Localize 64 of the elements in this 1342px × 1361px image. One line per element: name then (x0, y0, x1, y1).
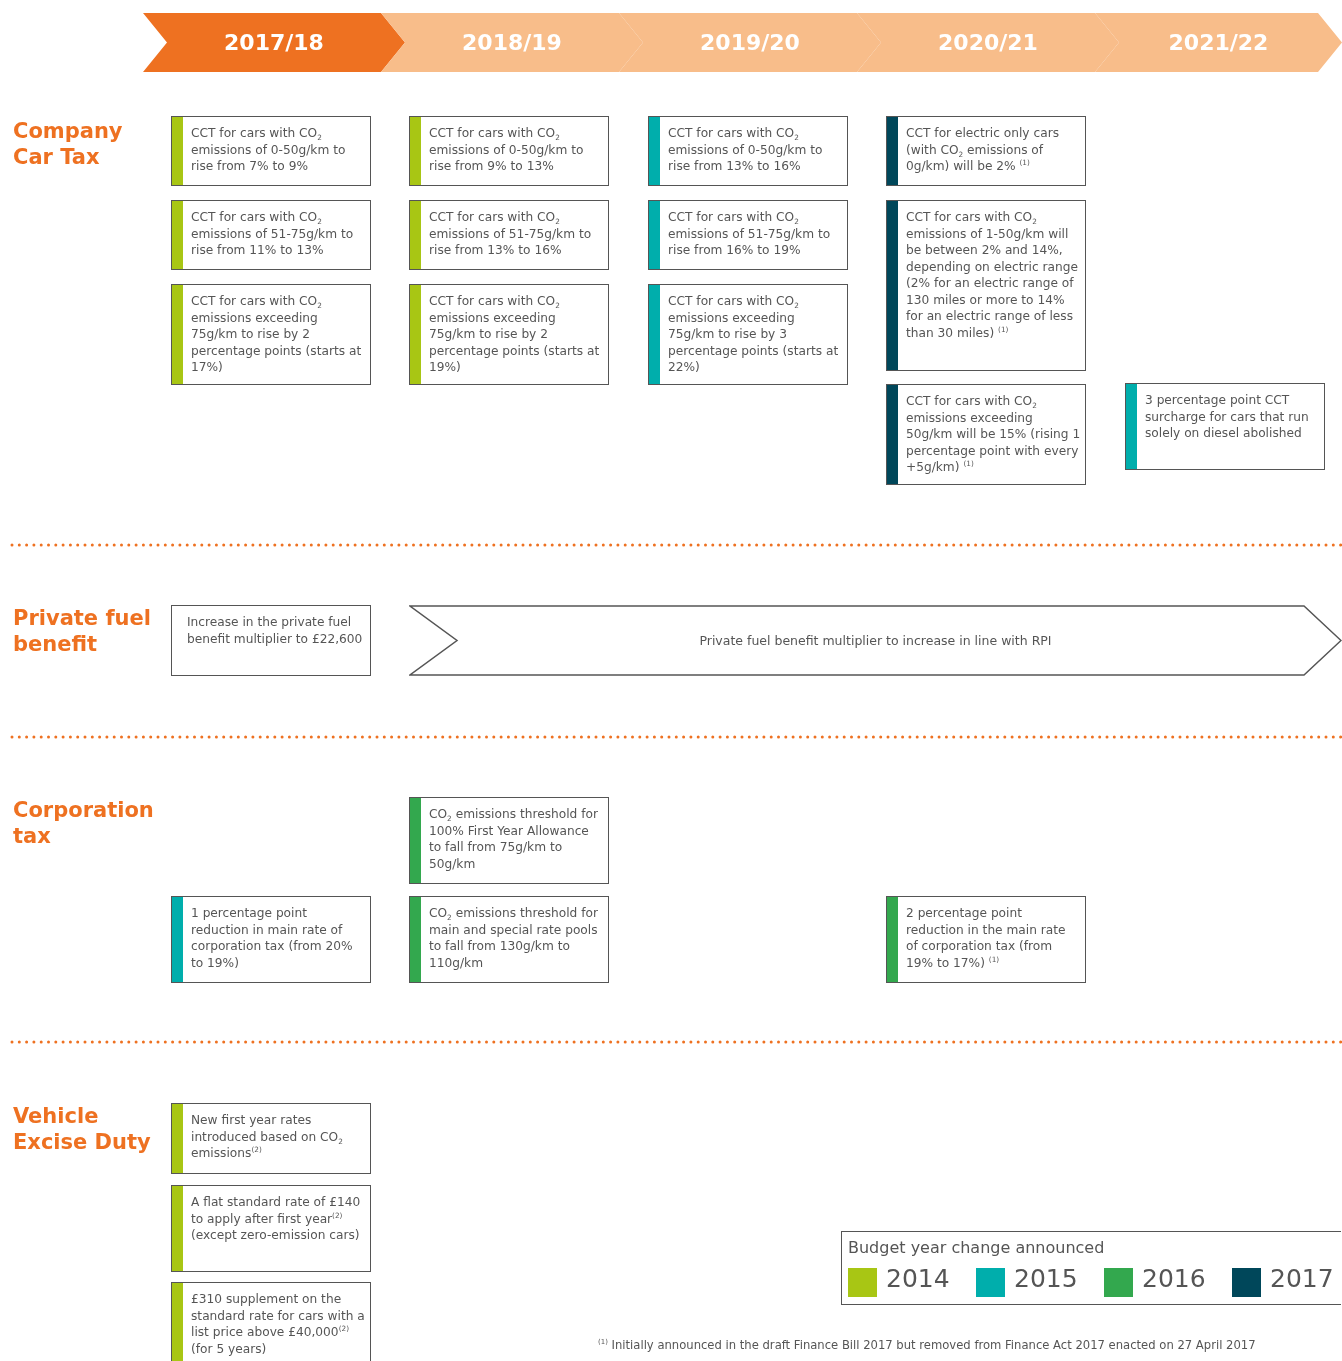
measure-text: CCT for electric only cars (with CO$_{2}$ emissions of 0g/km) will be 2% $^{(1)}$ (906, 125, 1060, 175)
measure-box (648, 116, 848, 186)
measure-box (171, 200, 371, 270)
legend-title: Budget year change announced (848, 1238, 1105, 1257)
year-label: 2021/22 (1167, 29, 1270, 57)
year-banner (1095, 13, 1342, 72)
measure-text: CCT for cars with CO$_{2}$ emissions of 51-75g/km to rise from 13% to 16% (429, 209, 593, 259)
year-label: 2020/21 (937, 29, 1039, 57)
year-banner (619, 13, 881, 72)
measure-text: 3 percentage point CCT surcharge for cars that run solely on diesel abolished (1145, 392, 1310, 442)
measure-text: CCT for cars with CO$_{2}$ emissions of 51-75g/km to rise from 11% to 13% (191, 209, 355, 259)
measure-box (171, 1282, 371, 1361)
year-label: 2019/20 (699, 29, 801, 57)
section-heading: Company Car Tax (13, 118, 124, 170)
measure-box (886, 896, 1086, 983)
measure-box (648, 284, 848, 385)
measure-box (1125, 383, 1325, 470)
measure-text: CCT for cars with CO$_{2}$ emissions of 0-50g/km to rise from 9% to 13% (429, 125, 585, 175)
measure-box (409, 896, 609, 983)
year-banner (857, 13, 1119, 72)
measure-text: CCT for cars with CO$_{2}$ emissions of 0-50g/km to rise from 7% to 9% (191, 125, 347, 175)
measure-text: CCT for cars with CO$_{2}$ emissions of 0-50g/km to rise from 13% to 16% (668, 125, 824, 175)
measure-box (886, 200, 1086, 371)
measure-box (886, 116, 1086, 186)
footnote: $^{(1)}$ Initially announced in the draft Finance Bill 2017 but removed from Finance Act 2017 enacted on 27 April 2017 (598, 1338, 1256, 1352)
measure-box (171, 605, 371, 676)
measure-text: CO$_{2}$ emissions threshold for main and special rate pools to fall from 130g/km to 110g/km (429, 905, 599, 971)
measure-text: CCT for cars with CO$_{2}$ emissions exceeding 75g/km to rise by 2 percentage points (starts at 17%) (191, 293, 363, 376)
section-heading: Vehicle Excise Duty (13, 1103, 152, 1155)
measure-box (409, 116, 609, 186)
section-heading: Corporation tax (13, 797, 155, 849)
measure-text: Increase in the private fuel benefit multiplier to £22,600 (187, 614, 364, 647)
legend-label: 2017 (1270, 1264, 1334, 1293)
measure-box (171, 1185, 371, 1272)
legend-label: 2015 (1014, 1264, 1078, 1293)
year-banner (381, 13, 643, 72)
measure-box (171, 1103, 371, 1174)
measure-text: 1 percentage point reduction in main rate of corporation tax (from 20% to 19%) (191, 905, 354, 971)
measure-box (409, 200, 609, 270)
measure-text: CO$_{2}$ emissions threshold for 100% First Year Allowance to fall from 75g/km to 50g/km (429, 806, 599, 872)
legend-label: 2016 (1142, 1264, 1206, 1293)
measure-text: A flat standard rate of £140 to apply after first year$^{(2)}$ (except zero-emission cars) (191, 1194, 362, 1244)
measure-text: CCT for cars with CO$_{2}$ emissions exceeding 75g/km to rise by 2 percentage points (starts at 19%) (429, 293, 601, 376)
year-label: 2018/19 (461, 29, 563, 57)
measure-box (171, 284, 371, 385)
arrow-band (409, 605, 1342, 676)
measure-box (648, 200, 848, 270)
measure-box (409, 797, 609, 884)
measure-text: New first year rates introduced based on CO$_{2}$ emissions$^{(2)}$ (191, 1112, 344, 1162)
measure-box (171, 116, 371, 186)
measure-box (886, 384, 1086, 485)
measure-text: CCT for cars with CO$_{2}$ emissions exceeding 50g/km will be 15% (rising 1 percentage point with every +5g/km) $^{(1)}$ (906, 393, 1081, 476)
band-text: Private fuel benefit multiplier to increase in line with RPI (698, 632, 1053, 650)
legend-label: 2014 (886, 1264, 950, 1293)
measure-box (409, 284, 609, 385)
measure-text: £310 supplement on the standard rate for cars with a list price above £40,000$^{(2)}$ (for 5 years) (191, 1291, 366, 1357)
measure-text: CCT for cars with CO$_{2}$ emissions exceeding 75g/km to rise by 3 percentage points (starts at 22%) (668, 293, 840, 376)
measure-text: CCT for cars with CO$_{2}$ emissions of 1-50g/km will be between 2% and 14%, depending on electric range (2% for an electric range of 130 miles or more to 14% for an electric range of less than 30 miles) $^{(1)}$ (906, 209, 1079, 341)
measure-box (171, 896, 371, 983)
measure-text: CCT for cars with CO$_{2}$ emissions of 51-75g/km to rise from 16% to 19% (668, 209, 832, 259)
year-label: 2017/18 (223, 29, 325, 57)
section-heading: Private fuel benefit (13, 605, 152, 657)
year-banner (143, 13, 405, 72)
measure-text: 2 percentage point reduction in the main rate of corporation tax (from 19% to 17%) $^{(1)}$ (906, 905, 1067, 971)
